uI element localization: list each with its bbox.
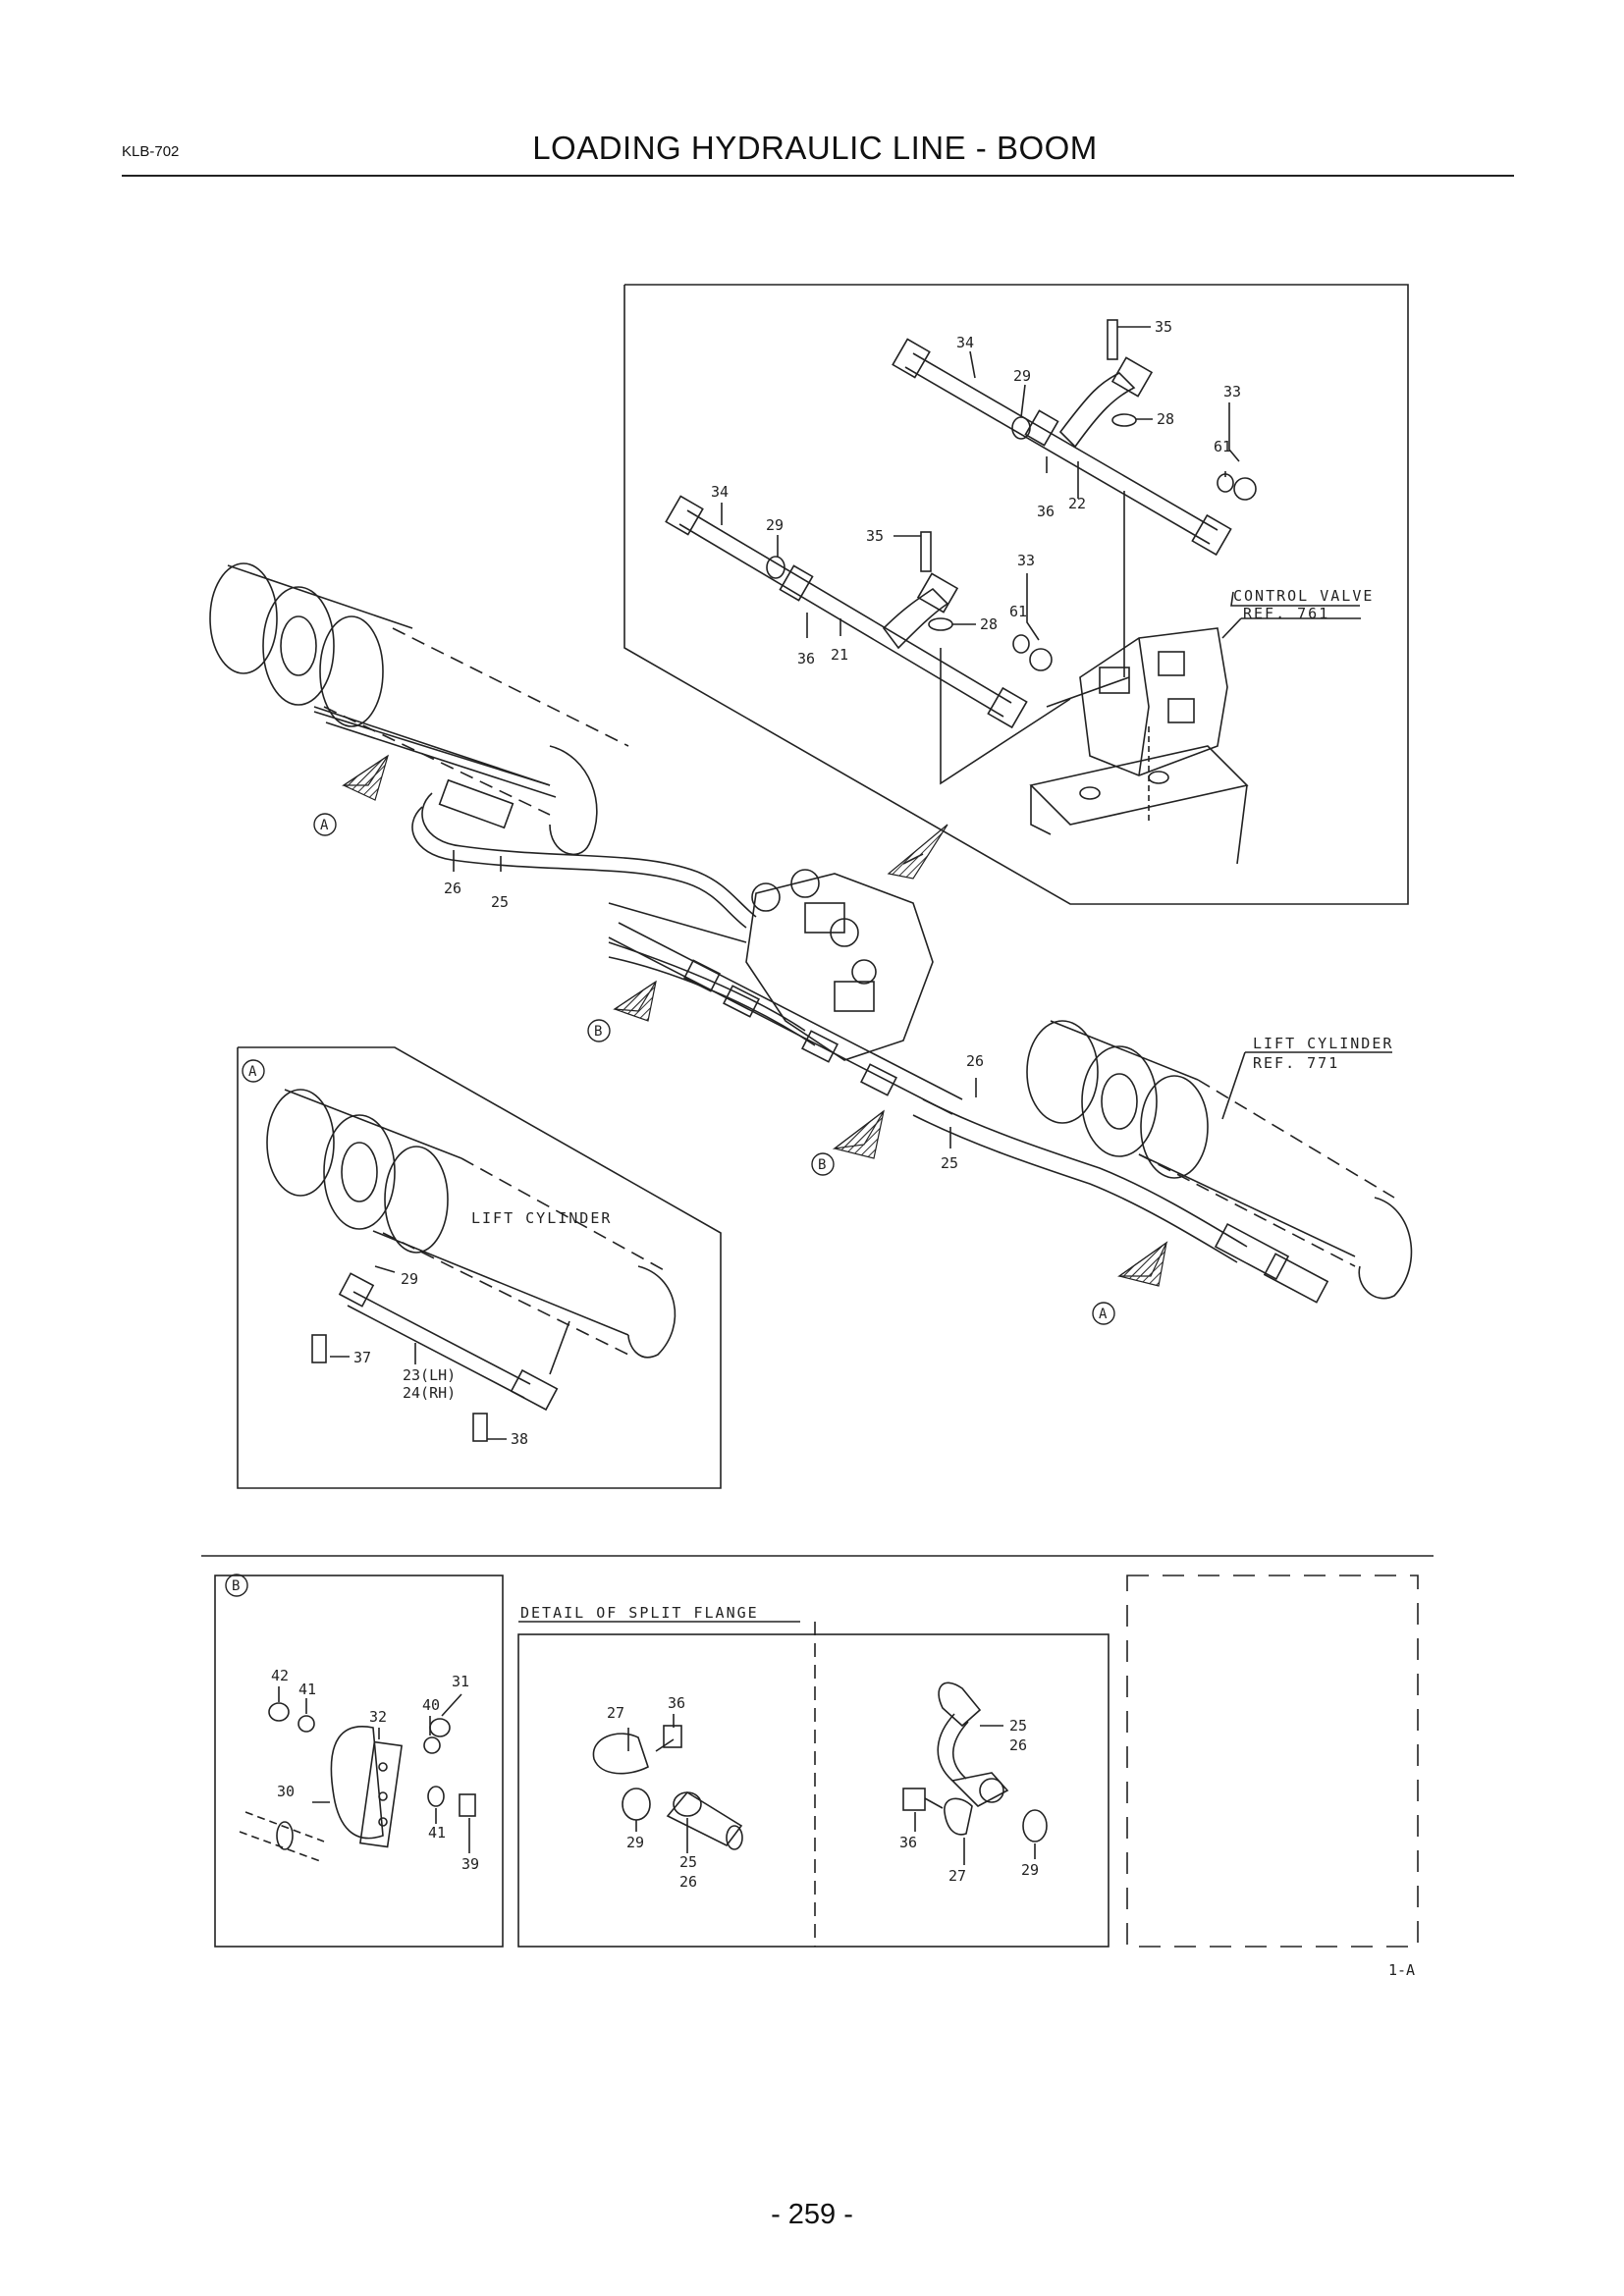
view-arrows (342, 754, 1168, 1287)
callout: 40 (422, 1696, 440, 1714)
figure-code: 1-A (1388, 1961, 1415, 1979)
callout: 32 (369, 1708, 387, 1726)
control-valve-ref: REF. 761 (1243, 605, 1329, 622)
view-marker-a: A (320, 818, 329, 833)
callout: 37 (353, 1349, 371, 1366)
document-code: KLB-702 (122, 143, 180, 160)
callout: 35 (1155, 318, 1172, 336)
callout: 61 (1214, 438, 1231, 455)
top-inset-callouts: 34 29 35 28 33 61 36 22 34 29 35 33 61 2… (711, 318, 1374, 667)
view-marker-a: A (1099, 1307, 1108, 1322)
callout: 35 (866, 527, 884, 545)
callout: 36 (797, 650, 815, 667)
callout: 61 (1009, 603, 1027, 620)
callout: 26 (679, 1873, 697, 1891)
inset-a (237, 1046, 722, 1489)
lift-cylinder-label: LIFT CYLINDER (1253, 1035, 1393, 1052)
callout: 22 (1068, 495, 1086, 512)
inset-a-callouts: LIFT CYLINDER 29 37 23(LH) 24(RH) 38 (353, 1209, 612, 1448)
inset-b-marker: B (232, 1578, 240, 1594)
callout: 34 (956, 334, 974, 351)
callout: 29 (766, 516, 784, 534)
callout: 27 (948, 1867, 966, 1885)
lift-cylinder-ref: REF. 771 (1253, 1054, 1339, 1072)
main-callouts: 26 25 26 25 LIFT CYLINDER REF. 771 (444, 880, 1393, 1172)
callout: 25 (941, 1154, 958, 1172)
page-number: - 259 - (771, 2199, 853, 2230)
callout: 25 (679, 1853, 697, 1871)
callout: 36 (899, 1834, 917, 1851)
title-rule (122, 175, 1514, 177)
callout: 26 (1009, 1736, 1027, 1754)
view-marker-letters: A B B A A B (232, 818, 1108, 1594)
inset-b (214, 1575, 504, 1948)
callout: 21 (831, 646, 848, 664)
callout: 39 (461, 1855, 479, 1873)
callout: 25 (1009, 1717, 1027, 1735)
empty-detail-frame (1126, 1575, 1419, 1948)
callout: 30 (277, 1783, 295, 1800)
callout: 33 (1017, 552, 1035, 569)
lift-cylinder-inset-label: LIFT CYLINDER (471, 1209, 612, 1227)
top-inset (623, 284, 1409, 905)
split-flange-detail (517, 1621, 1110, 1948)
inset-a-marker: A (248, 1064, 257, 1080)
callout: 33 (1223, 383, 1241, 400)
control-valve-label: CONTROL VALVE (1233, 587, 1374, 605)
callout: 26 (444, 880, 461, 897)
split-flange-label: DETAIL OF SPLIT FLANGE (520, 1604, 759, 1622)
callout: 28 (980, 615, 998, 633)
callout: 38 (511, 1430, 528, 1448)
callout: 41 (298, 1681, 316, 1698)
callout: 28 (1157, 410, 1174, 428)
callout: 26 (966, 1052, 984, 1070)
callout: 34 (711, 483, 729, 501)
callout: 29 (1013, 367, 1031, 385)
callout: 25 (491, 893, 509, 911)
callout: 29 (401, 1270, 418, 1288)
callout: 29 (1021, 1861, 1039, 1879)
main-assembly (209, 562, 1413, 1304)
view-marker-b: B (818, 1157, 826, 1173)
callout: 29 (626, 1834, 644, 1851)
inset-b-callouts: 42 41 40 31 32 30 41 39 (271, 1667, 479, 1873)
callout: 27 (607, 1704, 624, 1722)
callout: 36 (668, 1694, 685, 1712)
callout: 41 (428, 1824, 446, 1842)
split-flange-callouts: DETAIL OF SPLIT FLANGE 27 36 29 25 26 25… (520, 1604, 1039, 1891)
view-marker-b: B (594, 1024, 602, 1040)
callout: 31 (452, 1673, 469, 1690)
page-title: LOADING HYDRAULIC LINE - BOOM (532, 130, 1098, 166)
callout: 42 (271, 1667, 289, 1684)
callout: 23(LH) (403, 1366, 456, 1384)
callout: 24(RH) (403, 1384, 456, 1402)
view-markers (225, 813, 1115, 1597)
callout: 36 (1037, 503, 1055, 520)
